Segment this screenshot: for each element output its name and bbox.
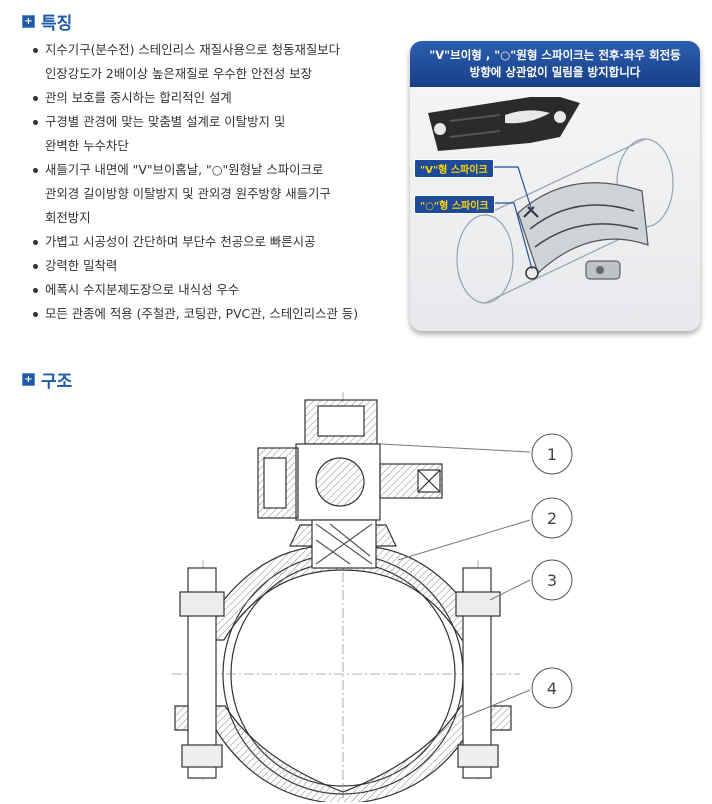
feature-item: 관의 보호를 중시하는 합리적인 설계 <box>32 86 412 110</box>
feature-item: 지수기구(분수전) 스테인리스 재질사용으로 청동재질보다 인장강도가 2배이상… <box>32 38 412 86</box>
bolts <box>179 567 501 779</box>
saddle-strap-shape <box>428 97 580 151</box>
feature-item: 에폭시 수지분제도장으로 내식성 우수 <box>32 278 412 302</box>
feature-list: 지수기구(분수전) 스테인리스 재질사용으로 청동재질보다 인장강도가 2배이상… <box>32 38 412 326</box>
feature-item: 강력한 밀착력 <box>32 254 412 278</box>
spike-illustration-panel: "V"브이형 , "○"원형 스파이크는 전후·좌우 회전등 방향에 상관없이 … <box>410 41 700 331</box>
plus-square-icon: + <box>22 373 35 386</box>
feature-item: 구경별 관경에 맞는 맞춤별 설계로 이탈방지 및 완벽한 누수차단 <box>32 110 412 158</box>
saddle-body-shape <box>517 182 649 280</box>
callout-2: 2 <box>547 509 557 528</box>
feature-item: 모든 관종에 적용 (주철관, 코팅관, PVC관, 스테인리스관 등) <box>32 302 412 326</box>
structure-heading: + 구조 <box>22 367 72 392</box>
feature-item: 가볍고 시공성이 간단하며 부단수 천공으로 빠른시공 <box>32 230 412 254</box>
plus-square-icon: + <box>22 15 35 28</box>
v-spike-tag: "V"형 스파이크 <box>414 159 494 178</box>
structure-title: 구조 <box>41 372 73 392</box>
feature-item: 새들기구 내면에 "V"브이홈날, "○"원형날 스파이크로 관외경 길이방향 … <box>32 158 412 230</box>
callout-3: 3 <box>547 571 557 590</box>
saddle-structure-diagram: 1 2 3 4 <box>172 392 573 802</box>
valve-assembly <box>257 399 443 569</box>
o-spike-tag: "○"형 스파이크 <box>414 195 495 214</box>
saddle-spike-illustration <box>428 97 674 304</box>
spike-panel-header: "V"브이형 , "○"원형 스파이크는 전후·좌우 회전등 방향에 상관없이 … <box>410 41 700 87</box>
callout-leaders <box>379 443 531 719</box>
callout-1: 1 <box>547 445 557 464</box>
spike-leader-lines <box>490 166 533 270</box>
callout-circles <box>531 433 573 709</box>
features-heading: + 특징 <box>22 9 72 34</box>
features-title: 특징 <box>41 14 73 34</box>
callout-4: 4 <box>547 679 557 698</box>
